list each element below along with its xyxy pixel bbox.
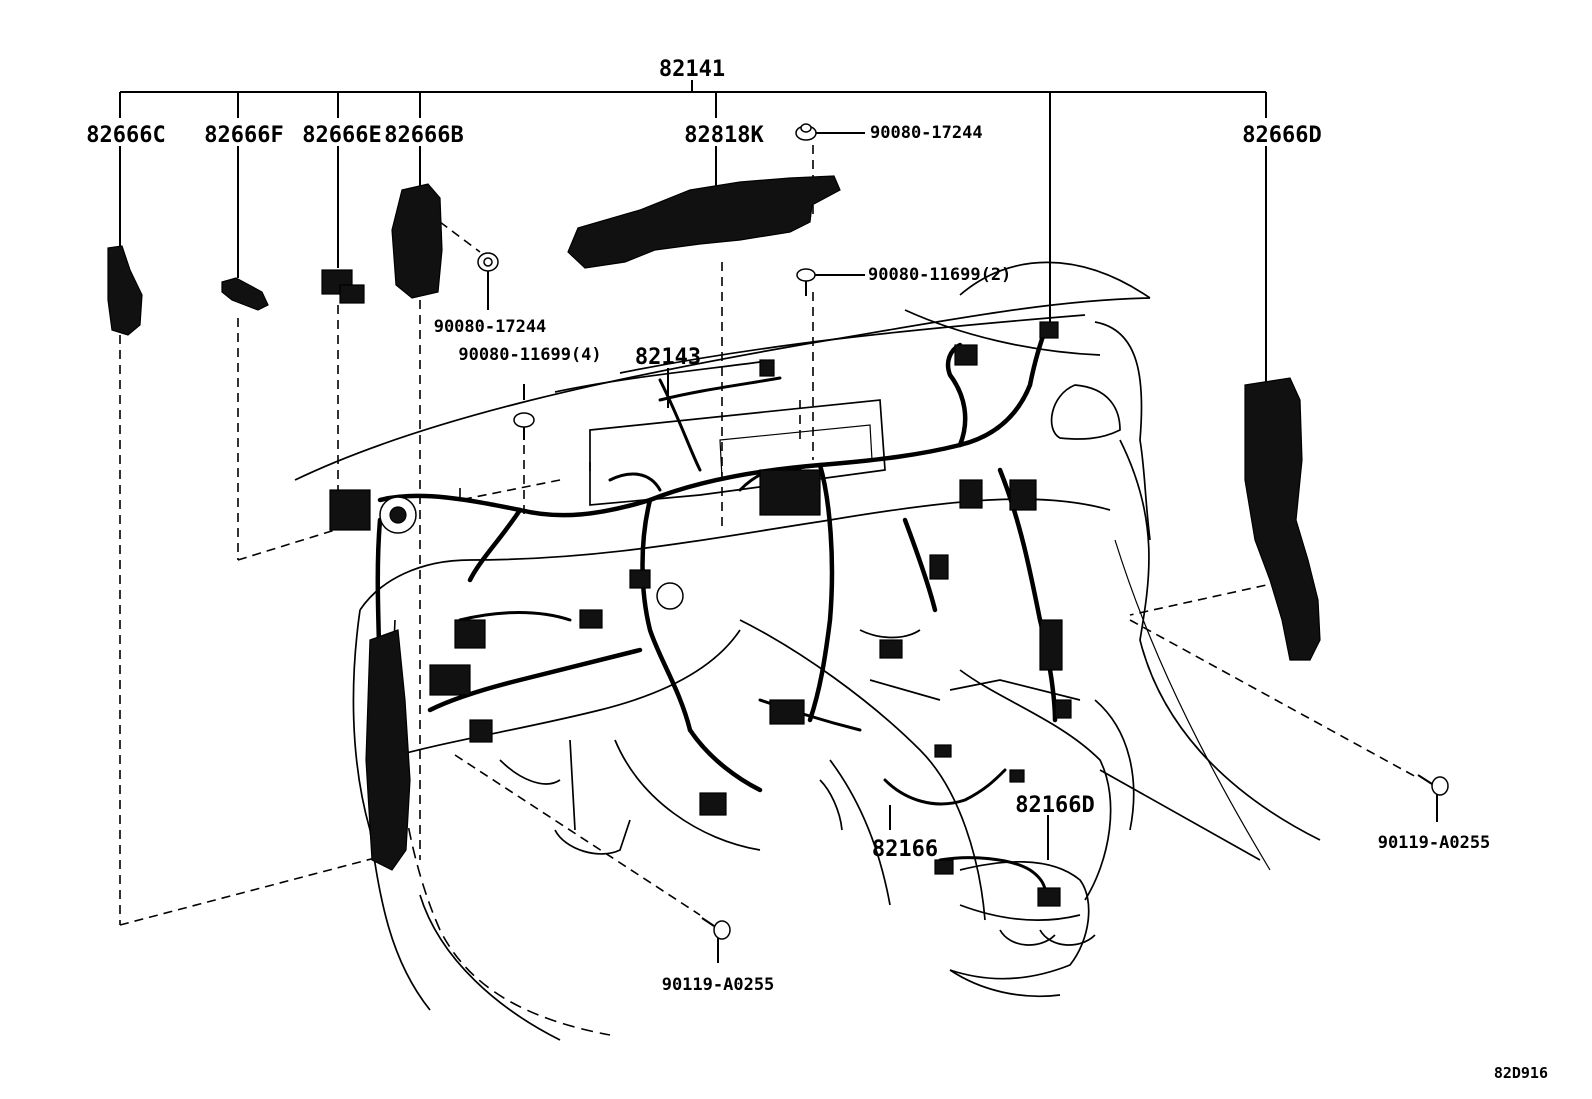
label-82666D: 82666D: [1242, 123, 1321, 148]
label-82666B: 82666B: [384, 123, 463, 148]
label-82818K: 82818K: [684, 123, 764, 148]
connector-blocks: [107, 175, 1321, 907]
label-82143: 82143: [635, 345, 701, 370]
label-bolt-right: 90119-A0255: [1378, 833, 1491, 853]
nut-icon: [477, 252, 499, 272]
screw-icon: [513, 412, 535, 440]
label-nut-top: 90080-17244: [870, 123, 983, 143]
label-nut-left: 90080-17244: [434, 317, 547, 337]
label-82666F: 82666F: [204, 123, 283, 148]
fasteners: [477, 123, 1449, 940]
dashboard-body-outline: [294, 261, 1321, 1041]
label-82666C: 82666C: [86, 123, 165, 148]
label-82166D: 82166D: [1015, 793, 1094, 818]
label-screw-4: 90080-11699(4): [458, 345, 601, 365]
label-bolt-bottom: 90119-A0255: [662, 975, 775, 995]
leader-lines: [119, 132, 1438, 963]
figure-code: 82D916: [1494, 1064, 1548, 1082]
assembly-bracket: [119, 80, 1267, 330]
bolt-icon: [701, 917, 731, 940]
nut-icon: [795, 123, 817, 141]
label-82666E: 82666E: [302, 123, 381, 148]
label-82166: 82166: [872, 837, 938, 862]
label-screw-2: 90080-11699(2): [868, 265, 1011, 285]
dashed-assembly-lines: [119, 145, 1419, 926]
part-labels: 82141 82666C 82666F 82666E 82666B 82818K…: [86, 57, 1548, 1082]
label-main-assembly: 82141: [659, 57, 725, 82]
screw-icon: [796, 268, 816, 296]
bolt-icon: [1417, 774, 1449, 796]
